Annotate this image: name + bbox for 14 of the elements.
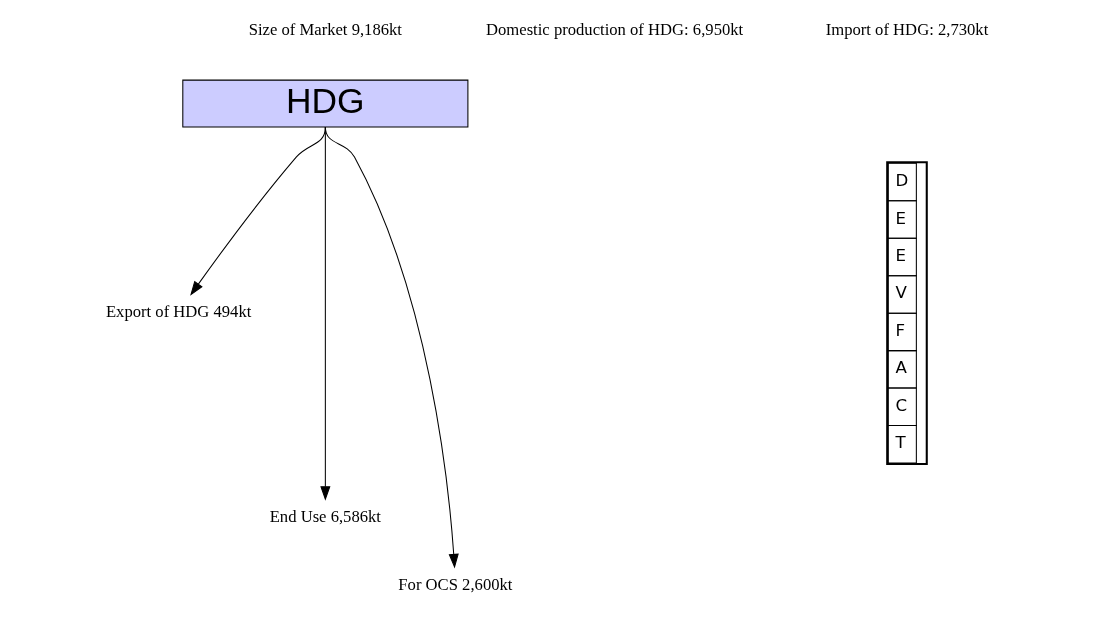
label: A xyxy=(895,358,907,378)
node-text: Export of HDG 494kt xyxy=(105,302,251,322)
label: D xyxy=(895,171,908,191)
label: F xyxy=(895,320,905,340)
node-text: For OCS 2,600kt xyxy=(397,574,512,594)
label: T xyxy=(895,433,906,453)
label: E xyxy=(895,245,906,265)
label: Size of Market 9,186kt xyxy=(248,20,402,40)
label: V xyxy=(895,283,907,303)
node-text: End Use 6,586kt xyxy=(269,507,381,527)
label: E xyxy=(895,208,906,228)
label: Import of HDG: 2,730kt xyxy=(825,20,988,40)
label: Domestic production of HDG: 6,950kt xyxy=(485,20,743,40)
label: C xyxy=(895,395,907,415)
